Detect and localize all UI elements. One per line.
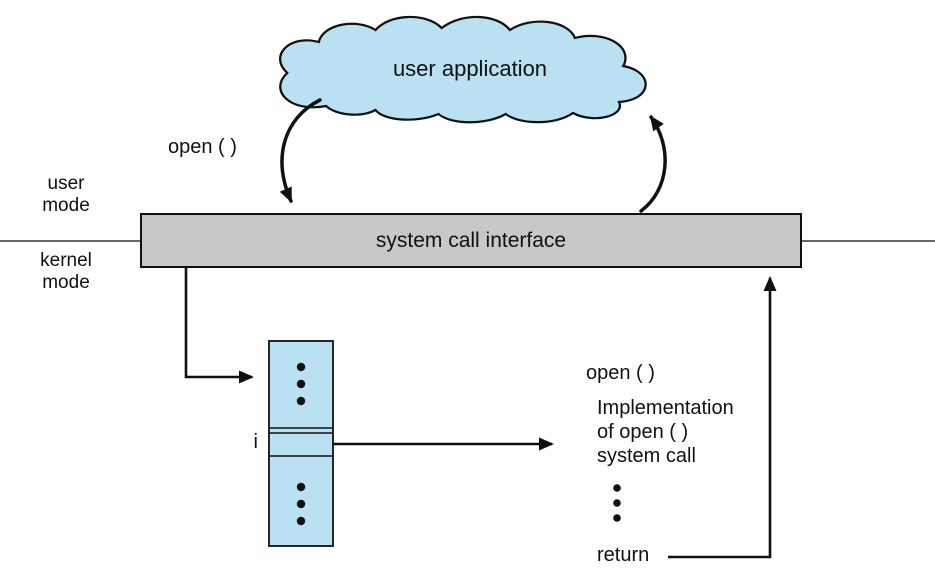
impl-ellipsis [613,484,621,522]
return-up-arrow [639,115,667,213]
user-application-cloud [279,15,647,124]
dispatch-table [268,340,334,547]
dot [613,484,621,492]
dot [296,362,306,372]
kernel-mode-label: kernel mode [40,250,92,293]
dot [613,499,621,507]
impl-open-label: open ( ) [586,362,655,384]
dot [296,516,306,526]
dot [613,514,621,522]
user-mode-label: user mode [42,173,90,216]
dot [296,396,306,406]
table-index-label: i [253,431,258,453]
bar-to-table-arrow [184,267,254,384]
system-call-interface-bar [140,213,802,268]
impl-text-label: Implementation of open ( ) system call [597,397,734,467]
dot [296,379,306,389]
return-label: return [597,544,650,566]
dot [296,482,306,492]
impl-return-arrow [668,276,777,559]
cloud-label: user application [392,56,548,81]
table-ellipsis-bottom [296,482,306,526]
system-call-interface-label: system call interface [375,229,567,252]
open-call-label: open ( ) [168,136,237,158]
call-down-arrow [279,98,322,203]
dot [296,499,306,509]
table-ellipsis-top [296,362,306,406]
